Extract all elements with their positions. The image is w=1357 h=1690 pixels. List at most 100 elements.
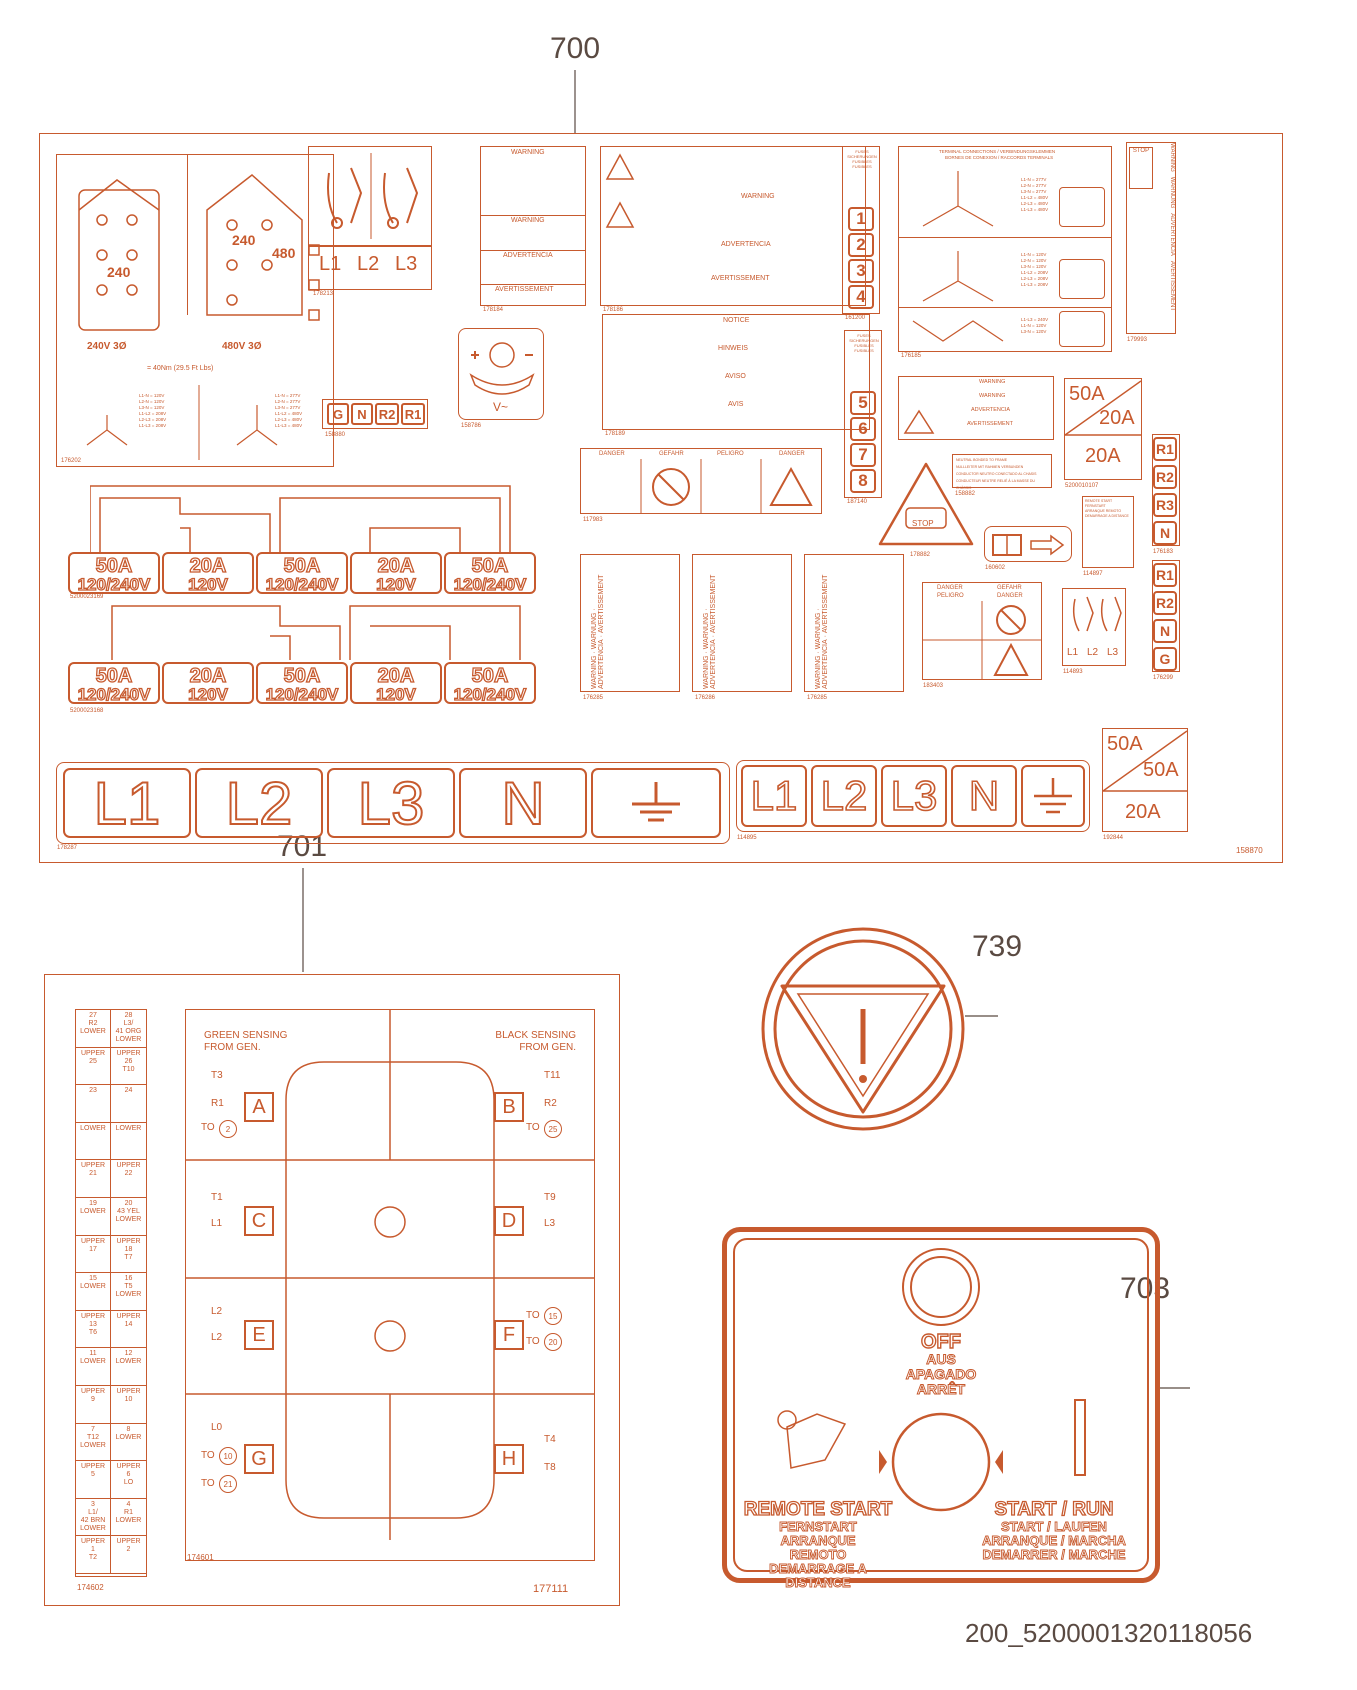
term-l3: L3 xyxy=(395,253,418,275)
fuse-3: 3 xyxy=(848,259,874,283)
part-number: 179993 xyxy=(1127,337,1148,343)
part-number: 174602 xyxy=(77,1583,104,1592)
board-grid xyxy=(186,1010,594,1540)
wire-label: T9 xyxy=(544,1192,556,1203)
sensing-board-label: GREEN SENSING FROM GEN. BLACK SENSING FR… xyxy=(185,1009,595,1561)
fuse-6: 6 xyxy=(850,417,876,441)
tc-title: TERMINAL CONNECTIONS / VERBINDUNGSKLEMME… xyxy=(939,149,1056,154)
terminal-connections-label: TERMINAL CONNECTIONS / VERBINDUNGSKLEMME… xyxy=(898,146,1112,359)
part-number: 178882 xyxy=(910,552,931,558)
svg-text:240: 240 xyxy=(232,232,256,248)
amp-rating: 20A xyxy=(189,555,227,577)
voltage-switch-label: L1 L2 L3 178213 xyxy=(308,146,432,297)
switch-icon xyxy=(327,153,419,239)
term-r2: R2 xyxy=(375,403,399,425)
wire-label: T1 xyxy=(211,1192,223,1203)
term-l1: L1 xyxy=(63,768,191,838)
terminal-strip-cell: LOWER xyxy=(111,1123,146,1161)
fuse-1: 1 xyxy=(848,207,874,231)
part-number: 158882 xyxy=(955,491,976,497)
voltage-rating: 120/240V xyxy=(77,575,151,594)
terminal-strip-cell: UPPER 25 xyxy=(76,1047,111,1086)
terminal-ref-circle: 10 xyxy=(219,1447,237,1465)
callout-703: 703 xyxy=(1120,1272,1171,1305)
part-number: 176299 xyxy=(1153,675,1174,681)
terminal-strip-cell: UPPER 14 xyxy=(111,1311,146,1349)
part-number: 160602 xyxy=(985,565,1006,571)
voltage-rating: 120/240V xyxy=(453,685,527,704)
heading: ADVERTENCIA xyxy=(721,241,771,248)
term-l3: L3 xyxy=(881,765,947,827)
wire-label: L2 xyxy=(211,1332,223,1343)
terminal-strip-cell: UPPER 18 T7 xyxy=(111,1236,146,1274)
to-label: TO xyxy=(526,1336,540,1347)
hazard-icons xyxy=(903,409,935,434)
term-n: N xyxy=(1153,619,1177,643)
remote-start-label: REMOTE START FERNSTART ARRANQUE REMOTO D… xyxy=(743,1499,893,1590)
amp-rating: 20A xyxy=(377,665,415,687)
fuse-4: 4 xyxy=(848,285,874,309)
danger-label-2x2: DANGER GEFAHR PELIGRO DANGER 183403 xyxy=(922,582,1042,689)
to-label: TO xyxy=(526,1122,540,1133)
fuses-header: FUSES SICHERUNGEN FUSIBLES FUSIBLES xyxy=(847,149,877,169)
part-number: 114897 xyxy=(1083,571,1103,577)
adjust-knob-icon: V~ xyxy=(469,342,535,414)
danger-label-4up: DANGER GEFAHR PELIGRO DANGER 117983 xyxy=(580,448,822,523)
term-l2: L2 xyxy=(195,768,323,838)
terminal-strip-cell: UPPER 1 T2 xyxy=(76,1536,111,1574)
word: DANGER xyxy=(937,585,963,591)
to-label: TO xyxy=(201,1122,215,1133)
voltage-rating: 120V xyxy=(375,575,416,594)
amp-rating: 20A xyxy=(377,555,415,577)
warning-label-1: WARNING WARNING ADVERTENCIA AVERTISSEMEN… xyxy=(480,146,586,313)
amp-rating: 50A xyxy=(283,665,321,687)
breaker-wiring-lines-1 xyxy=(90,485,511,554)
voltage-rating: 120/240V xyxy=(265,575,339,594)
terminal-f: F xyxy=(494,1320,524,1350)
terminal-strip-cell: UPPER 26 T10 xyxy=(111,1048,146,1086)
wiring-diagram-label: 240 240 480 240V 3Ø 480V 3Ø = 40Nm (29.5… xyxy=(56,154,334,467)
heading: ADVERTENCIA xyxy=(971,407,1011,413)
term-ground xyxy=(1021,765,1085,827)
term-l1: L1 xyxy=(741,765,807,827)
selector-dial-icon xyxy=(1059,311,1105,347)
warning-words: WARNING · WARNUNG · ADVERTENCIA · AVERTI… xyxy=(591,574,605,689)
terminal-strip-cell: 20 43 YEL LOWER xyxy=(111,1198,146,1236)
terminal-strip-cell: UPPER 10 xyxy=(111,1386,146,1424)
part-number: 5200023169 xyxy=(70,594,104,600)
voltage-rating: 120/240V xyxy=(265,685,339,704)
terminal-strip-cell: 23 xyxy=(76,1085,111,1123)
hazard-icons xyxy=(605,153,635,228)
breaker-rating-label: 50A 20A 20A 5200010107 xyxy=(1064,378,1142,489)
sheet-part-number: 177111 xyxy=(533,1583,569,1595)
grn-terminal-label: G N R2 R1 158880 xyxy=(322,399,428,438)
notice-label: NOTICE HINWEIS AVISO AVIS 178189 xyxy=(602,314,870,437)
term-r3: R3 xyxy=(1153,493,1177,517)
terminal-board-drawings: 240 240 480 xyxy=(78,174,320,331)
word: GEFAHR xyxy=(659,451,684,457)
label-480v: 480V 3Ø xyxy=(222,341,262,352)
svg-text:480: 480 xyxy=(272,245,296,261)
term-n: N xyxy=(459,768,587,838)
part-number: 176183 xyxy=(1153,549,1174,555)
callout-739: 739 xyxy=(972,930,1023,963)
part-number: 176286 xyxy=(695,695,716,701)
term-n: N xyxy=(1153,521,1177,545)
off-label: OFF AUS APAGADO ARRÊT xyxy=(905,1331,977,1397)
part-number: 5200010107 xyxy=(1065,483,1099,489)
selector-dial-icon xyxy=(1059,259,1105,299)
terminal-strip-cell: 16 T5 LOWER xyxy=(111,1273,146,1311)
part-number: 176185 xyxy=(901,353,922,359)
rating-top-right: 20A xyxy=(1099,407,1135,429)
terminal-strip-cell: UPPER 9 xyxy=(76,1386,111,1424)
rating-bottom: 20A xyxy=(1085,445,1121,467)
start-run-label: START / RUN START / LAUFEN ARRANQUE / MA… xyxy=(982,1499,1127,1562)
